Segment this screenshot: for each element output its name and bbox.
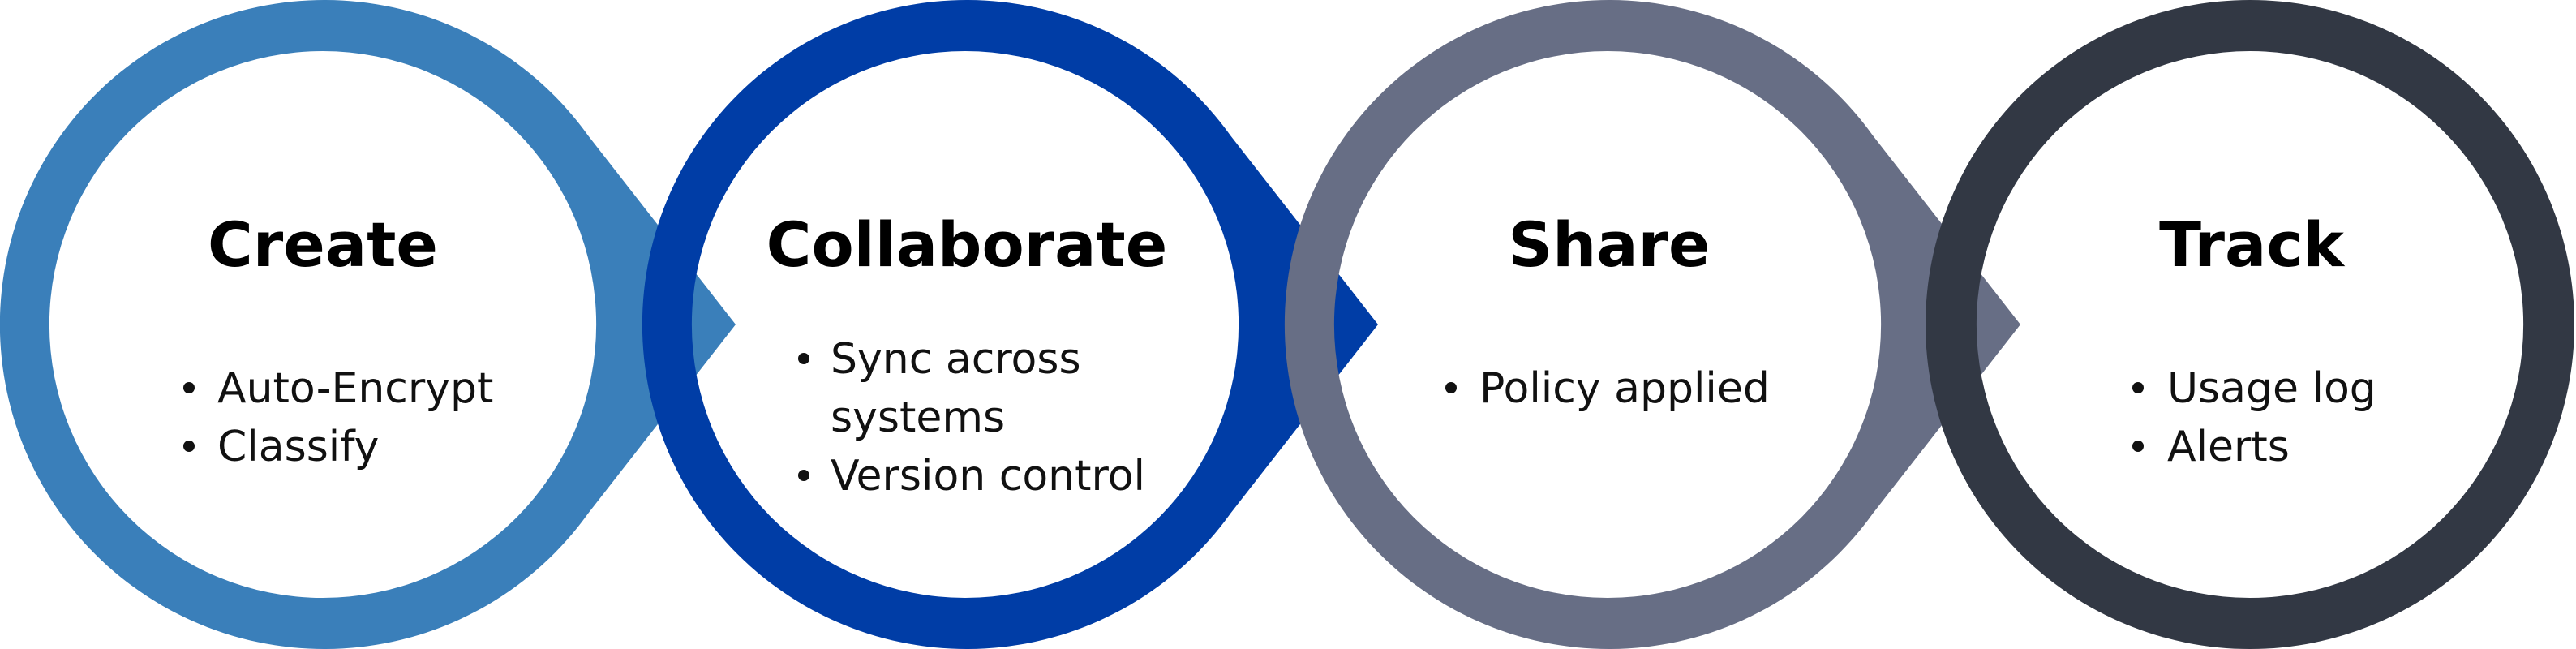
collaborate-bullet-1-line-2: systems [831,393,1005,442]
share-title: Share [1508,208,1710,281]
collaborate-bullet-2: Version control [831,452,1145,501]
track-bullet-1-dot [2132,382,2144,393]
create-bullet-1-dot [183,382,195,393]
create-bullet-1: Auto-Encrypt [217,364,493,413]
stage-share: Share Policy applied [1284,0,2020,649]
collaborate-bullet-1-dot [798,353,809,364]
stage-collaborate: Collaborate Sync across systems Version … [642,0,1378,649]
share-ring [1284,0,2020,649]
collaborate-bullet-1-line-1: Sync across [831,335,1081,384]
share-bullet-1: Policy applied [1479,364,1770,413]
stage-track: Track Usage log Alerts [1926,0,2574,649]
track-bullet-2: Alerts [2167,423,2290,471]
collaborate-title: Collaborate [766,208,1168,281]
share-bullet-1-dot [1445,382,1457,393]
track-title: Track [2159,208,2345,281]
create-title: Create [208,208,438,281]
stage-create: Create Auto-Encrypt Classify [0,0,736,649]
collaborate-ring [642,0,1378,649]
create-ring [0,0,736,649]
create-bullet-2: Classify [217,423,379,471]
track-ring [1926,0,2574,649]
create-bullet-2-dot [183,441,195,452]
collaborate-bullet-2-dot [798,470,809,481]
track-bullet-2-dot [2132,441,2144,452]
track-bullet-1: Usage log [2167,364,2376,413]
